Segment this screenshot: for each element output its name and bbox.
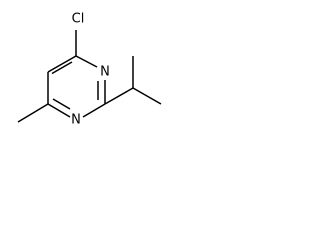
bond-c6-n1 <box>47 103 71 118</box>
atom-label-nitrogen-lower: N <box>71 113 81 128</box>
bond-c6-methyl <box>17 103 49 123</box>
bond-c2-isopropyl <box>104 87 134 105</box>
bond-isopropyl-methyl-a <box>132 87 162 105</box>
bond-c6-n1-double <box>52 98 71 110</box>
bond-c4-c5 <box>47 55 77 73</box>
atom-label-chlorine: Cl <box>72 12 85 27</box>
bond-n3-c4 <box>75 55 98 68</box>
chemical-structure-diagram: Cl N N <box>17 12 162 128</box>
bond-n1-c2 <box>82 103 106 118</box>
bond-c4-c5-double <box>51 61 73 75</box>
atom-label-nitrogen-upper: N <box>100 65 110 80</box>
